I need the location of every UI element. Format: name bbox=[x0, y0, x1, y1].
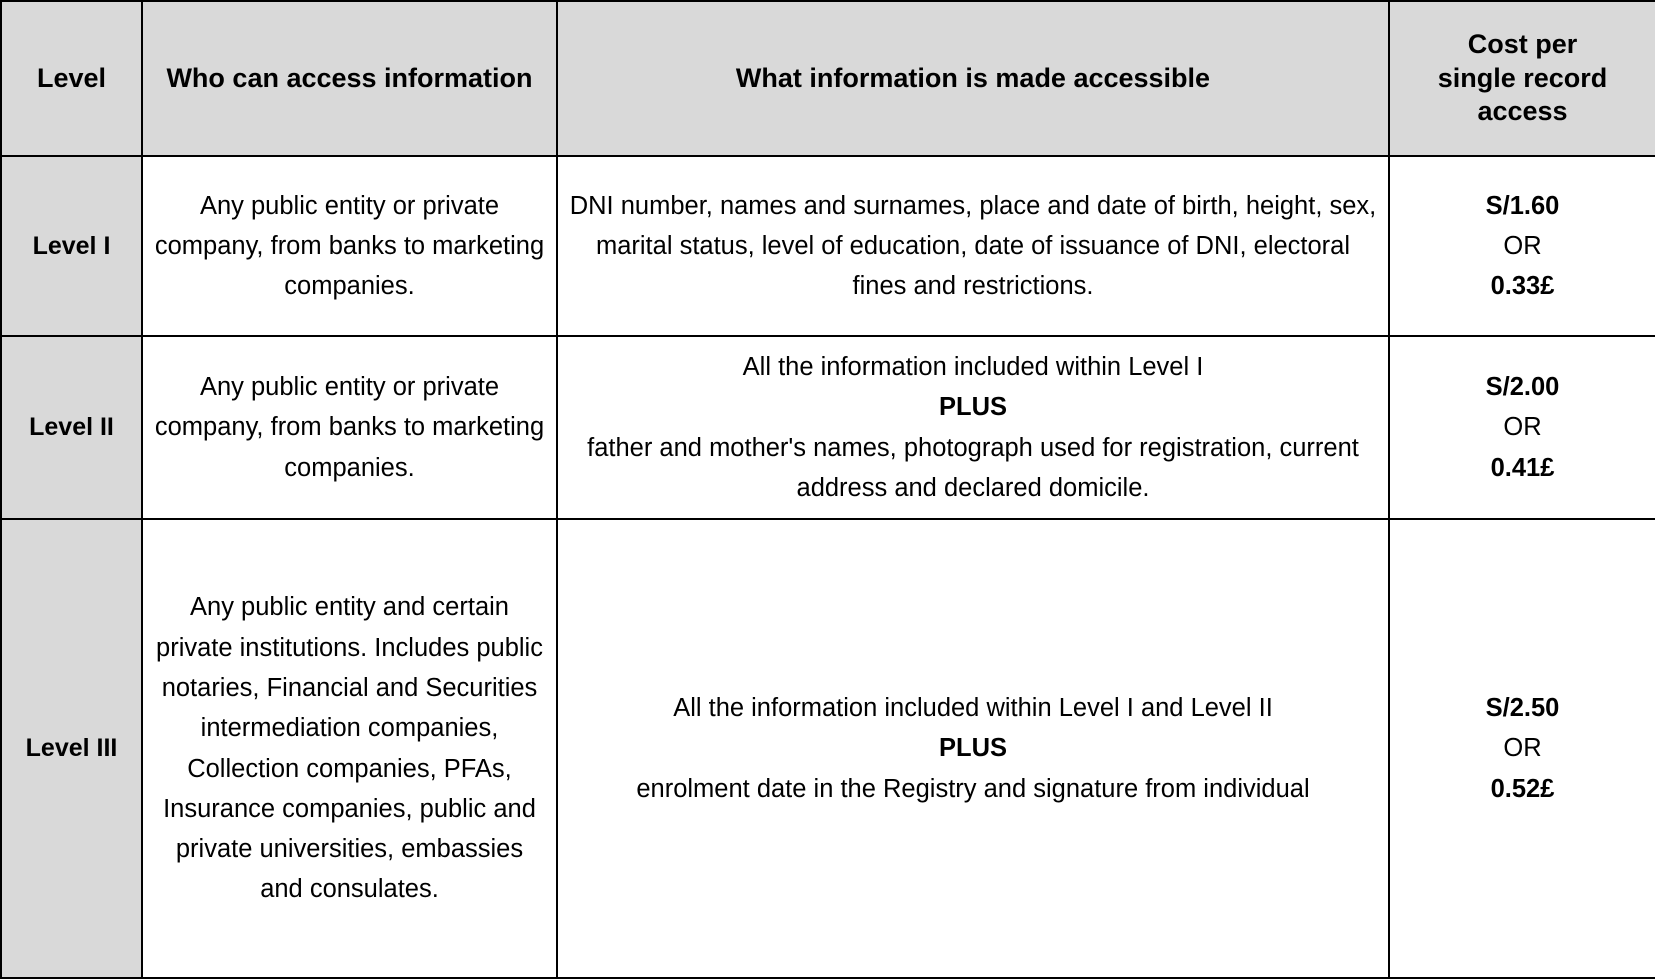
cost-primary-2: S/2.00 bbox=[1485, 373, 1560, 402]
column-header-what-information: What information is made accessible bbox=[556, 0, 1390, 157]
what-plus-2: PLUS bbox=[938, 393, 1007, 422]
cost-cell-2: S/2.00 OR 0.41£ bbox=[1388, 335, 1655, 520]
cost-conjunction-2: OR bbox=[1503, 413, 1542, 442]
level-label-1: Level I bbox=[0, 155, 143, 337]
cost-header-line-1: Cost per bbox=[1467, 28, 1578, 59]
cost-conjunction-3: OR bbox=[1503, 734, 1542, 763]
cost-conjunction-1: OR bbox=[1503, 231, 1542, 260]
cost-header-line-2: single record bbox=[1437, 62, 1608, 93]
what-information-1: DNI number, names and surnames, place an… bbox=[556, 155, 1390, 337]
cost-cell-3: S/2.50 OR 0.52£ bbox=[1388, 518, 1655, 979]
level-label-2: Level II bbox=[0, 335, 143, 520]
table-row: Level II Any public entity or private co… bbox=[0, 335, 1655, 520]
column-header-who-can-access: Who can access information bbox=[141, 0, 558, 157]
what-intro-3: All the information included within Leve… bbox=[673, 694, 1273, 723]
column-header-cost-per-record: Cost per single record access bbox=[1388, 0, 1655, 157]
what-plus-3: PLUS bbox=[938, 734, 1007, 763]
cost-secondary-3: 0.52£ bbox=[1490, 774, 1555, 803]
cost-primary-1: S/1.60 bbox=[1485, 191, 1560, 220]
cost-header-line-3: access bbox=[1477, 96, 1568, 127]
cost-primary-3: S/2.50 bbox=[1485, 694, 1560, 723]
cost-secondary-2: 0.41£ bbox=[1490, 453, 1555, 482]
table-row: Level III Any public entity and certain … bbox=[0, 518, 1655, 979]
table-row: Level I Any public entity or private com… bbox=[0, 155, 1655, 337]
cost-cell-1: S/1.60 OR 0.33£ bbox=[1388, 155, 1655, 337]
level-label-3: Level III bbox=[0, 518, 143, 979]
cost-secondary-1: 0.33£ bbox=[1490, 272, 1555, 301]
what-intro-2: All the information included within Leve… bbox=[742, 352, 1204, 381]
who-can-access-3: Any public entity and certain private in… bbox=[141, 518, 558, 979]
column-header-level: Level bbox=[0, 0, 143, 157]
what-detail-2: father and mother's names, photograph us… bbox=[587, 433, 1359, 502]
what-detail-3: enrolment date in the Registry and signa… bbox=[636, 774, 1310, 803]
table-header-row: Level Who can access information What in… bbox=[0, 0, 1655, 157]
what-information-3: All the information included within Leve… bbox=[556, 518, 1390, 979]
what-information-2: All the information included within Leve… bbox=[556, 335, 1390, 520]
who-can-access-1: Any public entity or private company, fr… bbox=[141, 155, 558, 337]
who-can-access-2: Any public entity or private company, fr… bbox=[141, 335, 558, 520]
